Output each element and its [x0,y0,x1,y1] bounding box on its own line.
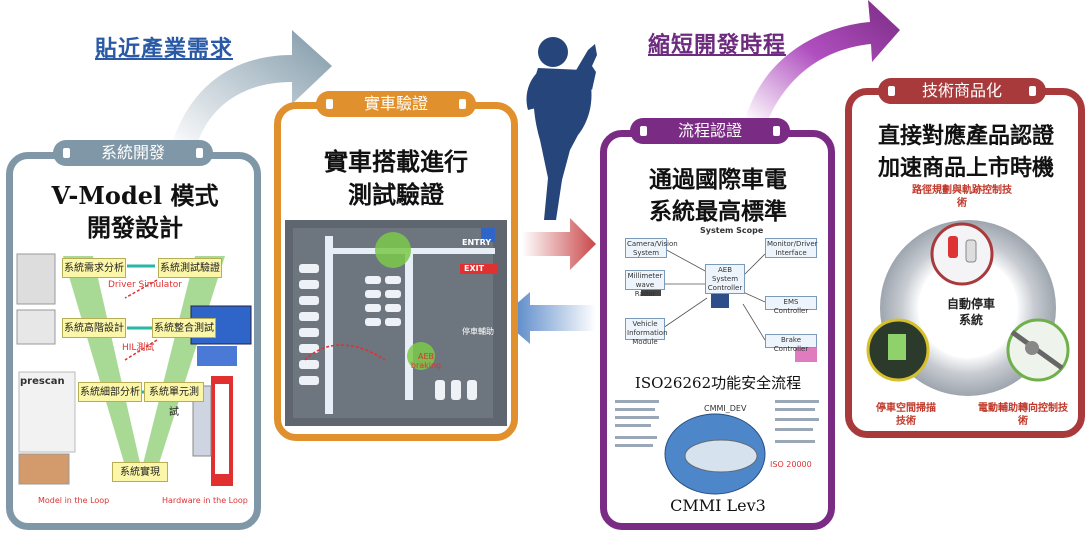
tech-parking-space-scan: 停車空間掃描技術 [876,403,936,427]
scope-box-aeb-controller: AEB System Controller [705,264,745,294]
map-label-aeb-braking: AEB braking [410,352,442,370]
cmmi-level-label: CMMI Lev3 [670,496,766,515]
scope-box-camera: Camera/Vision System [625,238,678,258]
tech-path-planning: 路徑規劃與軌跡控制技術 [912,185,1012,209]
v-model-diagram [16,253,252,486]
tab-system-development: 系統開發 [53,140,213,166]
system-scope-label: System Scope [700,226,764,235]
vehicle-test-title-line1: 實車搭載進行 [324,147,468,176]
right-arrow-red [522,218,596,270]
v-box-detailed-analysis: 系統細部分析 [78,382,142,402]
v-box-unit-test: 系統單元測試 [144,382,204,418]
vehicle-test-title-line2: 測試驗證 [348,180,444,209]
thumbs-up-person-icon [526,37,597,220]
arrow-label-industry-needs: 貼近產業需求 [95,37,234,62]
curved-arrow-gray [170,30,332,150]
iso20000-label: ISO 20000 [770,460,812,469]
cmmi-dev-label: CMMI_DEV [704,404,747,413]
iso26262-label: ISO26262功能安全流程 [634,374,802,392]
label-hardware-in-the-loop: Hardware in the Loop [162,496,248,505]
tech-eps-steering-control: 電動輔助轉向控制技術 [978,403,1068,427]
map-label-exit: EXIT [464,264,485,273]
system-dev-title-line2: 開發設計 [87,213,183,242]
label-model-in-the-loop: Model in the Loop [38,496,110,505]
v-box-high-level-design: 系統高階設計 [62,318,126,338]
arrow-label-shorten-dev-time: 縮短開發時程 [648,33,787,58]
scope-box-vehicle-info: Vehicle Information Module [625,318,668,346]
left-arrow-blue [500,292,596,344]
commercialize-title-line1: 直接對應產品認證 [877,123,1054,149]
commercialize-title-line2: 加速商品上市時機 [877,155,1054,181]
scope-box-radar: Millimeter wave Radar [625,270,665,298]
tab-process-certification: 流程認證 [630,118,790,144]
process-cert-title-line1: 通過國際車電 [649,166,787,193]
v-box-requirement-analysis: 系統需求分析 [62,258,126,278]
auto-parking-ring-diagram [866,220,1070,396]
center-auto-parking-system: 自動停車系統 [946,297,995,327]
process-cert-title-line2: 系統最高標準 [649,198,787,225]
map-label-entry: ENTRY [462,238,492,247]
label-prescan: prescan [20,376,65,387]
v-box-integration-test: 系統整合測試 [152,318,216,338]
label-driver-simulator: Driver Simulator [108,280,182,290]
tab-vehicle-test: 實車驗證 [316,91,476,117]
scope-box-ems: EMS Controller [765,296,817,315]
scope-box-monitor: Monitor/Driver Interface [765,238,818,258]
v-box-system-test: 系統測試驗證 [158,258,222,278]
map-label-parking-assist: 停車輔助 [462,327,494,336]
system-dev-title-line1: V-Model 模式 [51,181,219,210]
v-box-implementation: 系統實現 [112,462,168,482]
scope-box-brake: Brake Controller [765,334,817,353]
cmmi-diagram [615,400,819,495]
tab-commercialization: 技術商品化 [878,78,1046,104]
curved-arrow-purple [745,0,900,120]
parking-lot-map [285,220,507,426]
label-hil-test: HIL測試 [122,343,155,353]
